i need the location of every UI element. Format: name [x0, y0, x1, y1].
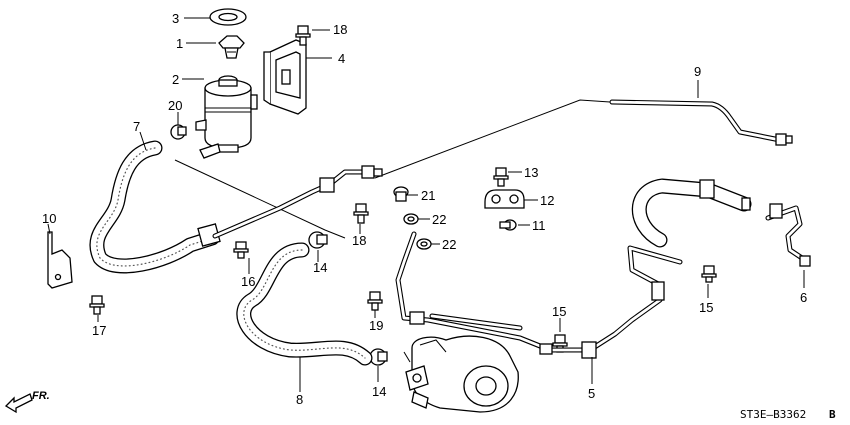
callout-15-middle: 15 [552, 304, 566, 319]
callout-18-middle: 18 [352, 233, 366, 248]
callout-14-upper: 14 [313, 260, 327, 275]
callout-13: 13 [524, 165, 538, 180]
callout-5: 5 [588, 386, 595, 401]
callout-7: 7 [133, 119, 140, 134]
callout-17: 17 [92, 323, 106, 338]
hose-clamp-14-upper[interactable] [308, 231, 328, 249]
callout-21: 21 [421, 188, 435, 203]
reservoir-bracket[interactable] [263, 39, 307, 115]
diagram-code-text: ST3E—B3362 [740, 408, 806, 421]
callout-2: 2 [172, 72, 179, 87]
return-pipe[interactable] [212, 165, 383, 239]
callout-labels: 3 1 2 18 4 20 7 10 17 16 14 18 8 14 19 2… [42, 11, 807, 407]
callout-11: 11 [532, 218, 546, 233]
callout-16: 16 [241, 274, 255, 289]
return-hose-7[interactable] [89, 140, 221, 274]
callout-18-top: 18 [333, 22, 347, 37]
callout-20: 20 [168, 98, 182, 113]
power-steering-pump[interactable] [403, 335, 519, 413]
bolt-18-top[interactable] [295, 25, 311, 46]
diagram-code-suffix: B [829, 408, 836, 421]
washer-22-lower[interactable] [416, 238, 432, 250]
callout-22-upper: 22 [432, 212, 446, 227]
callout-12: 12 [540, 193, 554, 208]
bolt-16[interactable] [233, 241, 249, 259]
callout-10: 10 [42, 211, 56, 226]
callout-8: 8 [296, 392, 303, 407]
hose-clamp-14-lower[interactable] [369, 348, 388, 366]
svg-text:FR.: FR. [32, 390, 50, 402]
callout-22-lower: 22 [442, 237, 456, 252]
reference-lines [174, 99, 611, 239]
front-direction-arrow: FR. [4, 390, 50, 414]
pressure-pipe-5[interactable] [395, 231, 683, 359]
bolt-17[interactable] [89, 295, 105, 315]
bracket-10[interactable] [47, 231, 73, 289]
clip-ring[interactable] [209, 8, 247, 26]
callout-15-right: 15 [699, 300, 713, 315]
clamp-12[interactable] [484, 189, 525, 209]
hose-clamp-20[interactable] [170, 124, 187, 140]
bolt-18-middle[interactable] [353, 203, 369, 224]
bolt-21[interactable] [393, 186, 409, 202]
bolt-15-right[interactable] [701, 265, 717, 283]
suction-hose-8[interactable] [236, 242, 373, 366]
pipe-end-6[interactable] [765, 203, 811, 267]
diagram-code: ST3E—B3362 B [740, 408, 836, 421]
callout-6: 6 [800, 290, 807, 305]
bolt-19[interactable] [367, 291, 383, 311]
washer-22-upper[interactable] [403, 213, 419, 225]
bolt-11[interactable] [499, 219, 517, 231]
callout-4: 4 [338, 51, 345, 66]
callout-3: 3 [172, 11, 179, 26]
feed-pipe-9[interactable] [609, 99, 793, 146]
reservoir-tank[interactable] [195, 75, 258, 159]
callout-14-lower: 14 [372, 384, 386, 399]
bolt-13[interactable] [493, 167, 509, 187]
callout-9: 9 [694, 64, 701, 79]
callout-19: 19 [369, 318, 383, 333]
reservoir-cap[interactable] [218, 35, 245, 59]
leader-lines [47, 17, 805, 392]
callout-1: 1 [176, 36, 183, 51]
pressure-hose[interactable] [631, 178, 752, 248]
